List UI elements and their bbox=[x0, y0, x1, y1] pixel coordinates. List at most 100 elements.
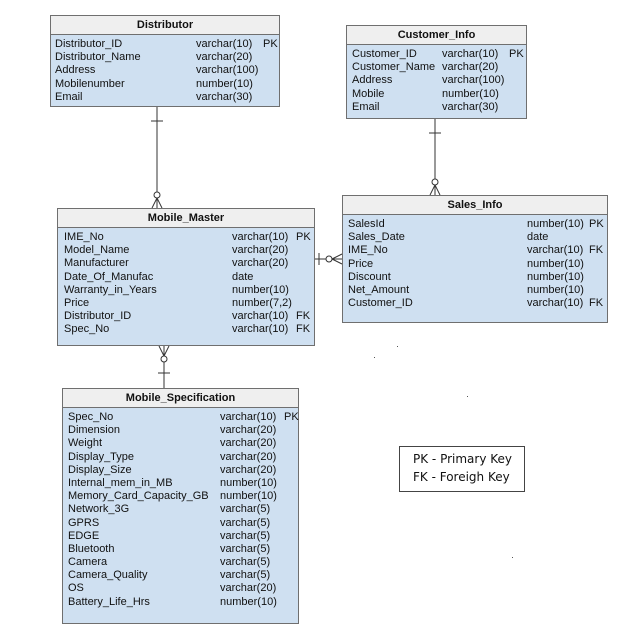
attribute-name: Customer_ID bbox=[352, 48, 417, 60]
attribute-name: Spec_No bbox=[64, 323, 110, 336]
attribute-type: varchar(20) bbox=[220, 463, 277, 476]
attribute-type: varchar(20) bbox=[220, 450, 277, 463]
attribute-type: varchar(100) bbox=[442, 74, 505, 87]
attribute-name: Distributor_ID bbox=[55, 38, 123, 50]
attribute-name: Sales_Date bbox=[348, 231, 405, 244]
attribute-name: Price bbox=[64, 296, 90, 309]
attribute-key: PK bbox=[589, 218, 604, 230]
attribute-type: varchar(5) bbox=[220, 529, 271, 542]
stray-dot bbox=[467, 396, 468, 397]
attribute-row: Weight varchar(20) bbox=[63, 437, 298, 450]
attribute-type: varchar(10) bbox=[527, 244, 584, 257]
legend-fk: FK - Foreigh Key bbox=[413, 470, 510, 484]
stray-dot bbox=[397, 346, 398, 347]
stray-dot bbox=[512, 557, 513, 558]
attribute-name: Email bbox=[352, 100, 380, 113]
legend-box: PK - Primary Key FK - Foreigh Key bbox=[399, 446, 525, 492]
attribute-row: Email varchar(30) bbox=[347, 101, 526, 114]
attribute-name: Price bbox=[348, 257, 374, 270]
attribute-row: Price number(7,2) bbox=[58, 297, 314, 310]
attribute-name: Mobilenumber bbox=[55, 77, 125, 90]
attribute-type: number(10) bbox=[527, 257, 584, 270]
attribute-type: varchar(5) bbox=[220, 556, 271, 569]
attribute-row: SalesId number(10) PK bbox=[343, 218, 607, 231]
legend-pk: PK - Primary Key bbox=[413, 452, 513, 466]
entity-title: Distributor bbox=[51, 16, 279, 35]
attribute-type: varchar(30) bbox=[442, 100, 499, 113]
attribute-type: varchar(20) bbox=[196, 51, 253, 64]
attribute-type: number(10) bbox=[220, 490, 277, 503]
attribute-name: Dimension bbox=[68, 424, 120, 437]
attribute-name: OS bbox=[68, 582, 84, 595]
attribute-name: Discount bbox=[348, 270, 391, 283]
attribute-type: varchar(20) bbox=[442, 61, 499, 74]
attribute-type: number(10) bbox=[220, 476, 277, 489]
attribute-type: date bbox=[232, 270, 254, 283]
attribute-type: varchar(100) bbox=[196, 64, 259, 77]
attribute-row: OS varchar(20) bbox=[63, 582, 298, 595]
attribute-row: Address varchar(100) bbox=[51, 64, 279, 77]
attribute-type: number(10) bbox=[220, 595, 277, 608]
attribute-type: varchar(10) bbox=[442, 48, 499, 60]
attribute-row: Price number(10) bbox=[343, 258, 607, 271]
attribute-type: varchar(5) bbox=[220, 516, 271, 529]
entity-title: Sales_Info bbox=[343, 196, 607, 215]
attribute-key: PK bbox=[263, 38, 278, 50]
attribute-type: varchar(10) bbox=[527, 297, 584, 310]
attribute-name: EDGE bbox=[68, 529, 100, 542]
attribute-name: Date_Of_Manufac bbox=[64, 270, 154, 283]
attribute-type: number(10) bbox=[527, 218, 584, 230]
attribute-type: number(10) bbox=[232, 283, 289, 296]
attribute-name: Distributor_ID bbox=[64, 310, 132, 323]
attribute-type: varchar(20) bbox=[232, 244, 289, 257]
attribute-name: Internal_mem_in_MB bbox=[68, 476, 173, 489]
attribute-name: Weight bbox=[68, 437, 103, 450]
attribute-type: varchar(20) bbox=[220, 437, 277, 450]
attribute-type: date bbox=[527, 231, 549, 244]
attribute-name: Address bbox=[55, 64, 96, 77]
attribute-type: varchar(5) bbox=[220, 503, 271, 516]
attribute-name: Email bbox=[55, 90, 83, 103]
attribute-name: Display_Size bbox=[68, 463, 132, 476]
attribute-key: FK bbox=[589, 297, 604, 310]
attribute-name: SalesId bbox=[348, 218, 385, 230]
attribute-row: Battery_Life_Hrs number(10) bbox=[63, 596, 298, 609]
attribute-type: varchar(10) bbox=[232, 231, 289, 243]
attribute-name: Mobile bbox=[352, 87, 385, 100]
attribute-row: Sales_Date date bbox=[343, 231, 607, 244]
attribute-type: varchar(20) bbox=[220, 582, 277, 595]
attribute-key: PK bbox=[296, 231, 311, 243]
entity-title: Mobile_Specification bbox=[63, 389, 298, 408]
attribute-name: Battery_Life_Hrs bbox=[68, 595, 150, 608]
entity-title: Mobile_Master bbox=[58, 209, 314, 228]
attribute-row: Date_Of_Manufac date bbox=[58, 271, 314, 284]
attribute-type: number(7,2) bbox=[232, 296, 292, 309]
attribute-key: PK bbox=[509, 48, 524, 60]
attribute-row: Mobilenumber number(10) bbox=[51, 78, 279, 91]
attribute-type: number(10) bbox=[196, 77, 253, 90]
attribute-name: Camera bbox=[68, 556, 108, 569]
attribute-type: varchar(5) bbox=[220, 542, 271, 555]
attribute-row: EDGE varchar(5) bbox=[63, 530, 298, 543]
attribute-key: FK bbox=[296, 323, 311, 336]
